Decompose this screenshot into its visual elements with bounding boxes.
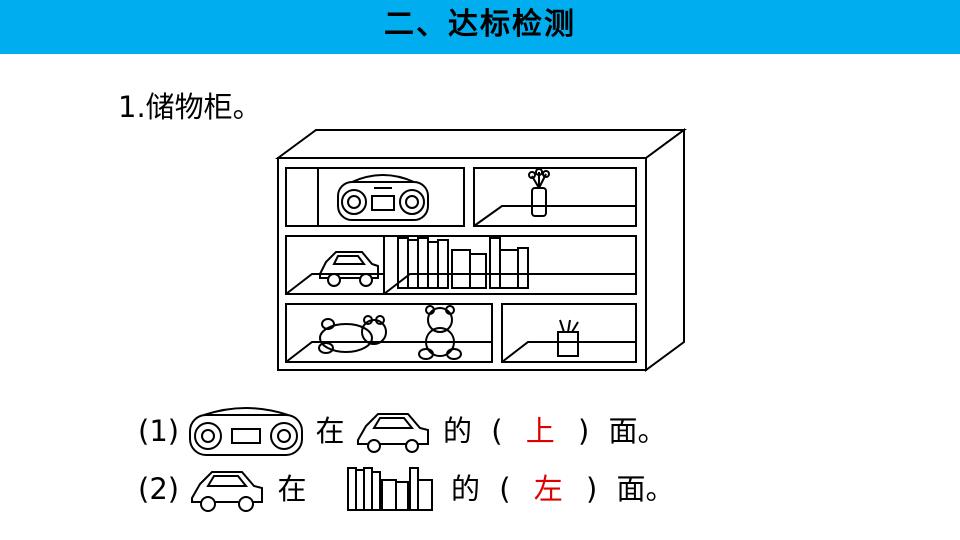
right-paren: ) [578,414,590,448]
left-paren: ( [491,414,503,448]
teddy-bear-lying-icon [318,315,387,354]
word-zai: 在 [277,472,307,506]
toy-car-icon [356,413,429,453]
left-paren: ( [499,472,511,506]
question-item-2: (2) 在 的 ( 左 ) 面。 [138,462,675,512]
title-bar [0,0,960,54]
pencil-cup-icon [557,319,579,357]
question-item-1: (1) 在 的 ( 上 ) 面。 [138,404,667,456]
toy-car-icon [319,251,379,287]
item-number: (1) [138,414,180,448]
right-paren: ) [586,472,598,506]
radio-icon [337,174,429,221]
storage-cabinet-illustration [274,128,688,372]
books-icon [346,467,433,511]
flowers-in-vase-icon [528,168,550,217]
teddy-bear-sitting-icon [418,305,462,360]
answer-1: 上 [525,414,555,448]
word-de: 的 [450,472,480,506]
word-mian: 面。 [616,472,675,506]
word-de: 的 [442,414,472,448]
word-mian: 面。 [608,414,667,448]
question-title: 1.储物柜。 [118,90,262,124]
books-icon [397,237,529,289]
radio-icon [189,407,304,456]
word-zai: 在 [315,414,345,448]
toy-car-icon [191,471,264,512]
item-number: (2) [138,472,180,506]
slide-title: 二、达标检测 [384,7,576,42]
answer-2: 左 [533,472,563,506]
